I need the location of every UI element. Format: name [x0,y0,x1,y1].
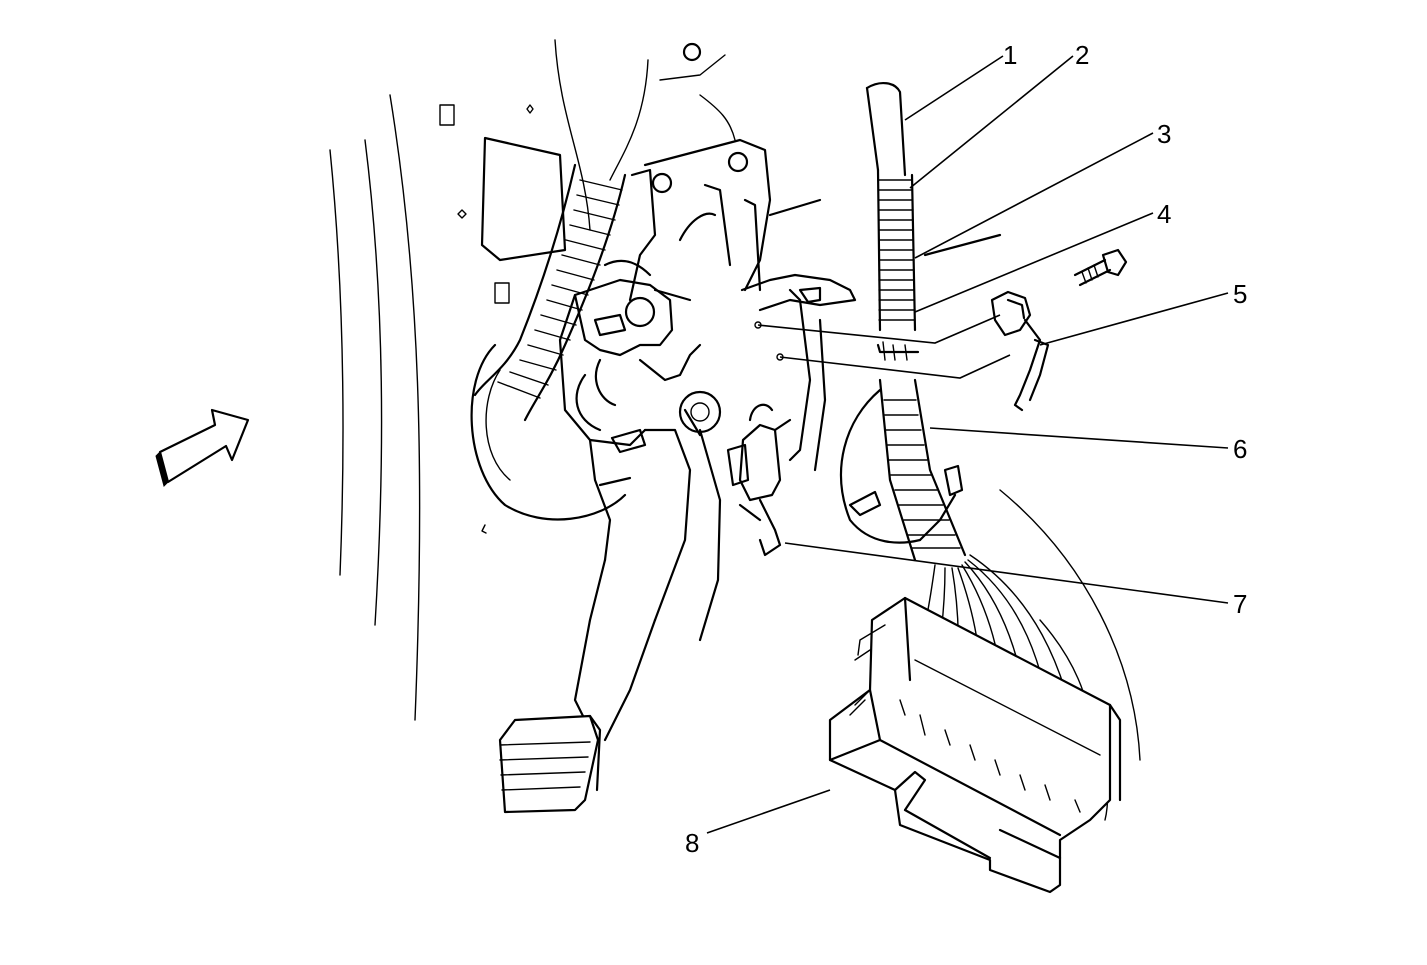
switch-mechanism [573,259,702,432]
callout-1: 1 [1003,40,1017,70]
leader-6 [929,427,1229,449]
mounting-bolt [1073,248,1128,287]
callout-4: 4 [1157,199,1171,229]
left-harness-sleeve [473,163,627,422]
leader-3 [914,132,1154,259]
leader-2 [909,55,1074,189]
pedal-bracket [643,42,857,312]
body-panel-curves [329,94,421,721]
leader-5 [1039,292,1229,346]
brake-pedal [558,168,722,742]
control-module [828,596,1122,894]
dash-panel [439,39,1002,534]
harness-connector [918,464,964,542]
leader-1 [904,55,1004,121]
callout-5: 5 [1233,279,1247,309]
callout-2: 2 [1075,40,1089,70]
callout-3: 3 [1157,119,1171,149]
leader-clip-2 [779,354,1011,379]
callout-7: 7 [1233,589,1247,619]
callout-8: 8 [685,828,699,858]
callout-leaders [706,55,1229,834]
view-direction-arrow-icon [155,408,250,487]
leader-clip-1 [757,314,1001,344]
switch-assembly [726,288,827,557]
leader-4 [914,212,1154,313]
callout-6: 6 [1233,434,1247,464]
callout-labels: 1 2 3 4 5 6 7 8 [685,40,1247,858]
leader-8 [706,789,831,834]
main-harness-upper [865,82,920,361]
pedal-pad [498,714,602,814]
main-harness-lower [839,378,967,562]
retainer-clip [990,290,1050,412]
booster-boss [470,343,627,521]
leader-7 [784,542,1229,604]
